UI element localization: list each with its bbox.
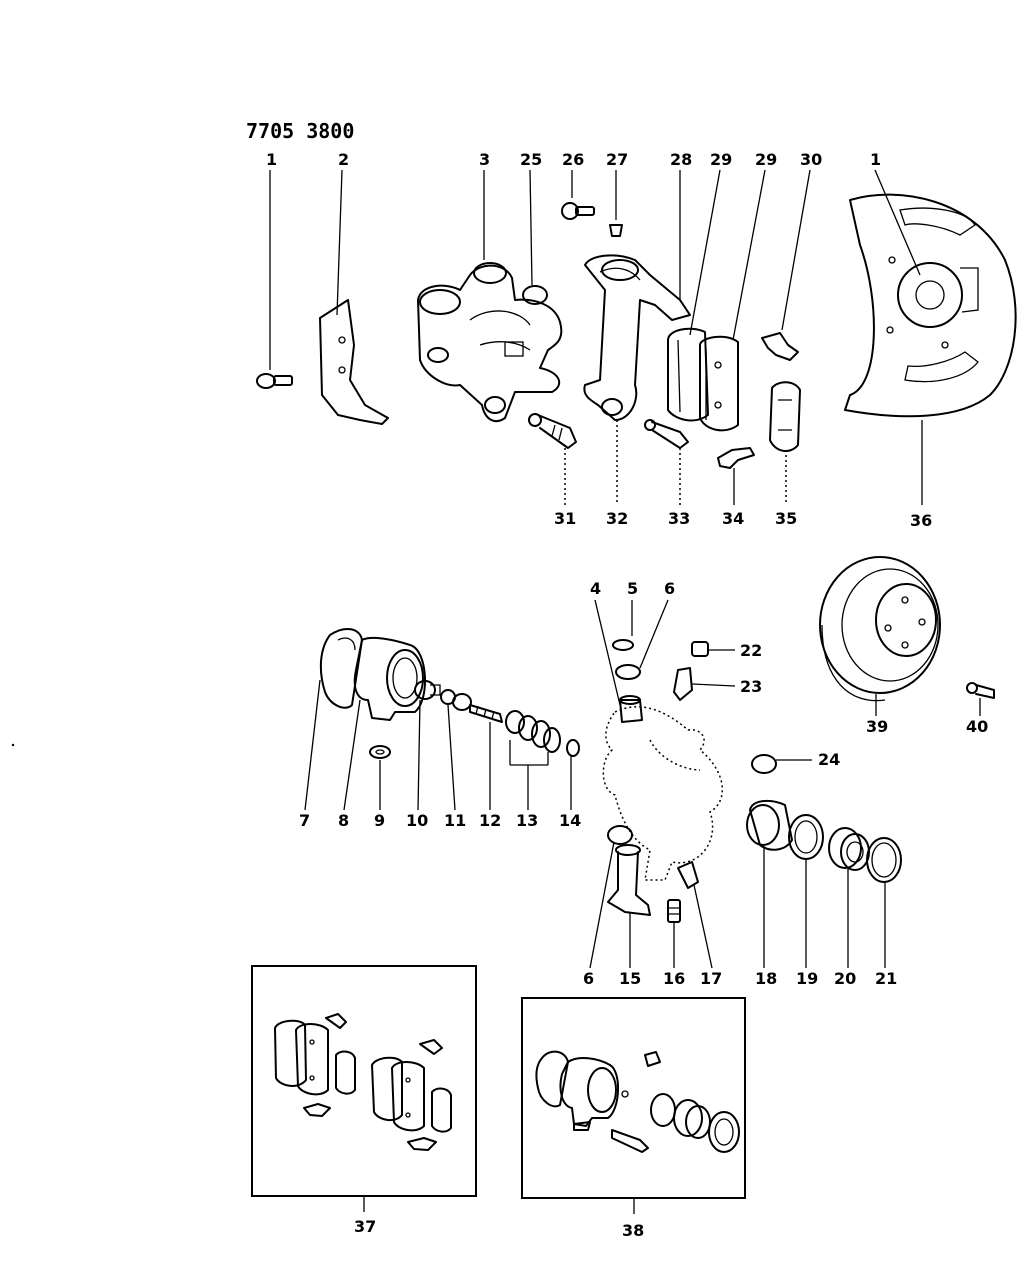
callout-10: 10 bbox=[406, 811, 428, 830]
lock-pin-part-33 bbox=[644, 419, 689, 449]
callout-24: 24 bbox=[818, 750, 840, 769]
bleeder-screw-part-23 bbox=[673, 667, 736, 701]
piston-boot-part-8 bbox=[353, 636, 426, 721]
pad-shim-part-35 bbox=[769, 381, 801, 505]
callout-34: 34 bbox=[722, 509, 744, 528]
boot-part-6-top bbox=[615, 599, 669, 680]
bolt-part-16 bbox=[667, 899, 681, 968]
retaining-ring-part-7 bbox=[319, 628, 363, 709]
brake-pad-part-29-inner bbox=[667, 327, 709, 422]
bracket-part-17 bbox=[677, 861, 713, 969]
guide-pin-part-31 bbox=[528, 413, 577, 449]
callout-29-b: 29 bbox=[755, 150, 777, 169]
callout-38: 38 bbox=[622, 1221, 644, 1240]
bleeder-screw-part-26 bbox=[561, 202, 595, 220]
callout-20: 20 bbox=[834, 969, 856, 988]
callout-13: 13 bbox=[516, 811, 538, 830]
callout-12: 12 bbox=[479, 811, 501, 830]
callout-35: 35 bbox=[775, 509, 797, 528]
callout-28: 28 bbox=[670, 150, 692, 169]
callout-4: 4 bbox=[590, 579, 601, 598]
bleeder-cap-part-25 bbox=[522, 285, 548, 305]
callout-3-caliper: 3 bbox=[479, 150, 490, 169]
caliper-body-part-3 bbox=[417, 262, 563, 423]
callout-7: 7 bbox=[299, 811, 310, 830]
pad-kit-box-37 bbox=[251, 965, 477, 1212]
callout-40: 40 bbox=[966, 717, 988, 736]
piston-boot-part-20 bbox=[828, 827, 870, 968]
anti-squeal-clip-part-30 bbox=[761, 332, 799, 361]
boot-ring-part-21 bbox=[866, 837, 902, 968]
callout-9: 9 bbox=[374, 811, 385, 830]
callout-30: 30 bbox=[800, 150, 822, 169]
callout-18: 18 bbox=[755, 969, 777, 988]
callout-1-bolt: 1 bbox=[266, 150, 277, 169]
bleeder-cap-part-22 bbox=[691, 641, 735, 657]
disc-rotor-part-39 bbox=[819, 556, 941, 716]
callout-22: 22 bbox=[740, 641, 762, 660]
caliper-support-part-32 bbox=[583, 254, 691, 421]
margin-mark bbox=[11, 743, 15, 747]
callout-27: 27 bbox=[606, 150, 628, 169]
callout-32: 32 bbox=[606, 509, 628, 528]
callout-26: 26 bbox=[562, 150, 584, 169]
snap-ring-part-14 bbox=[566, 739, 580, 810]
callout-17: 17 bbox=[700, 969, 722, 988]
piston-seal-part-19 bbox=[788, 814, 824, 968]
shim-plate-part-2 bbox=[319, 299, 389, 425]
callout-14: 14 bbox=[559, 811, 581, 830]
callout-21: 21 bbox=[875, 969, 897, 988]
callout-6-bottom: 6 bbox=[583, 969, 594, 988]
piston-part-18 bbox=[746, 799, 793, 968]
callout-25: 25 bbox=[520, 150, 542, 169]
callout-5: 5 bbox=[627, 579, 638, 598]
callout-19: 19 bbox=[796, 969, 818, 988]
callout-2-shim-plate: 2 bbox=[338, 150, 349, 169]
callout-8: 8 bbox=[338, 811, 349, 830]
callout-23: 23 bbox=[740, 677, 762, 696]
bolt-part-40 bbox=[966, 682, 995, 716]
caliper-housing-outline bbox=[602, 706, 724, 881]
washer-part-9 bbox=[369, 745, 391, 810]
callout-33: 33 bbox=[668, 509, 690, 528]
callout-16: 16 bbox=[663, 969, 685, 988]
piston-seal-part-11 bbox=[440, 689, 472, 711]
callout-29-a: 29 bbox=[710, 150, 732, 169]
seal-kit-box-38 bbox=[521, 997, 746, 1214]
dust-shield-part-36 bbox=[844, 193, 1017, 505]
callout-1-dust-cover-bolt: 1 bbox=[870, 150, 881, 169]
brake-pad-part-29-outer bbox=[699, 335, 739, 432]
callout-36: 36 bbox=[910, 511, 932, 530]
adjust-bolt-part-12 bbox=[469, 704, 503, 723]
piston-part-10 bbox=[414, 680, 441, 700]
bushing-part-4 bbox=[594, 599, 643, 723]
callout-6-top: 6 bbox=[664, 579, 675, 598]
callout-37: 37 bbox=[354, 1217, 376, 1236]
seal-part-5 bbox=[612, 600, 634, 651]
callout-31: 31 bbox=[554, 509, 576, 528]
bolt-part-1 bbox=[256, 373, 293, 389]
boot-part-6-bottom bbox=[589, 825, 633, 969]
callout-11: 11 bbox=[444, 811, 466, 830]
pad-clip-part-34 bbox=[717, 447, 755, 505]
cap-part-27 bbox=[609, 224, 623, 237]
callout-39: 39 bbox=[866, 717, 888, 736]
callout-15: 15 bbox=[619, 969, 641, 988]
diagram-code: 7705 3800 bbox=[246, 119, 354, 143]
ring-part-24 bbox=[751, 754, 812, 774]
guide-pin-part-15 bbox=[607, 844, 651, 968]
spring-set-part-13 bbox=[505, 710, 561, 810]
